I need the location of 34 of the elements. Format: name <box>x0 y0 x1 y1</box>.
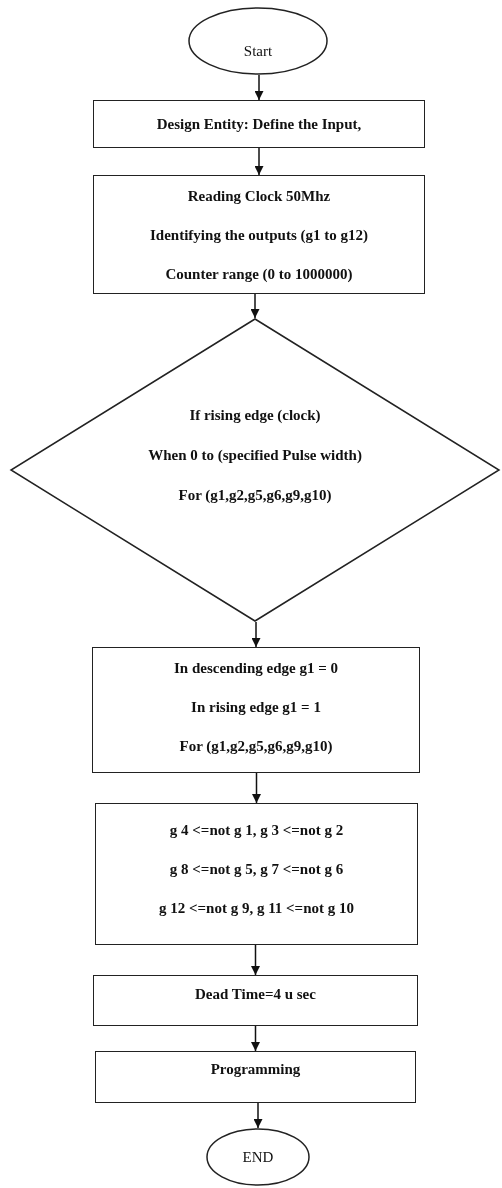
arrow <box>251 944 260 976</box>
arrow <box>250 293 260 319</box>
arrow <box>251 621 261 648</box>
node-text: For (g1,g2,g5,g6,g9,g10) <box>179 737 333 755</box>
node-text: g 4 <=not g 1, g 3 <=not g 2 <box>169 821 344 839</box>
arrow <box>254 74 264 101</box>
process-box <box>93 175 425 294</box>
node-text: Identifying the outputs (g1 to g12) <box>150 226 368 244</box>
arrow <box>251 1025 260 1052</box>
node-text: g 8 <=not g 5, g 7 <=not g 6 <box>169 860 344 878</box>
terminal-oval <box>188 7 328 75</box>
decision-diamond <box>10 318 500 622</box>
terminal-oval <box>206 1128 310 1186</box>
process-box <box>93 100 425 148</box>
node-text: Counter range (0 to 1000000) <box>165 265 353 283</box>
arrow <box>252 772 261 804</box>
process-box <box>95 803 418 945</box>
node-text: END <box>242 1148 274 1166</box>
node-text: Reading Clock 50Mhz <box>187 187 331 205</box>
node-text: Dead Time=4 u sec <box>195 985 316 1003</box>
arrow <box>253 1102 263 1129</box>
node-text: In rising edge g1 = 1 <box>191 698 321 716</box>
arrow <box>254 147 264 176</box>
node-text: In descending edge g1 = 0 <box>174 659 338 677</box>
node-text: g 12 <=not g 9, g 11 <=not g 10 <box>158 899 354 917</box>
node-text: Programming <box>210 1060 301 1078</box>
process-box <box>92 647 420 773</box>
node-text: Design Entity: Define the Input, <box>156 115 362 133</box>
process-box <box>95 1051 416 1103</box>
node-text: Start <box>243 42 273 60</box>
process-box <box>93 975 418 1026</box>
node-text: For (g1,g2,g5,g6,g9,g10) <box>178 486 332 504</box>
node-text: If rising edge (clock) <box>189 406 321 424</box>
node-text: When 0 to (specified Pulse width) <box>148 446 362 464</box>
